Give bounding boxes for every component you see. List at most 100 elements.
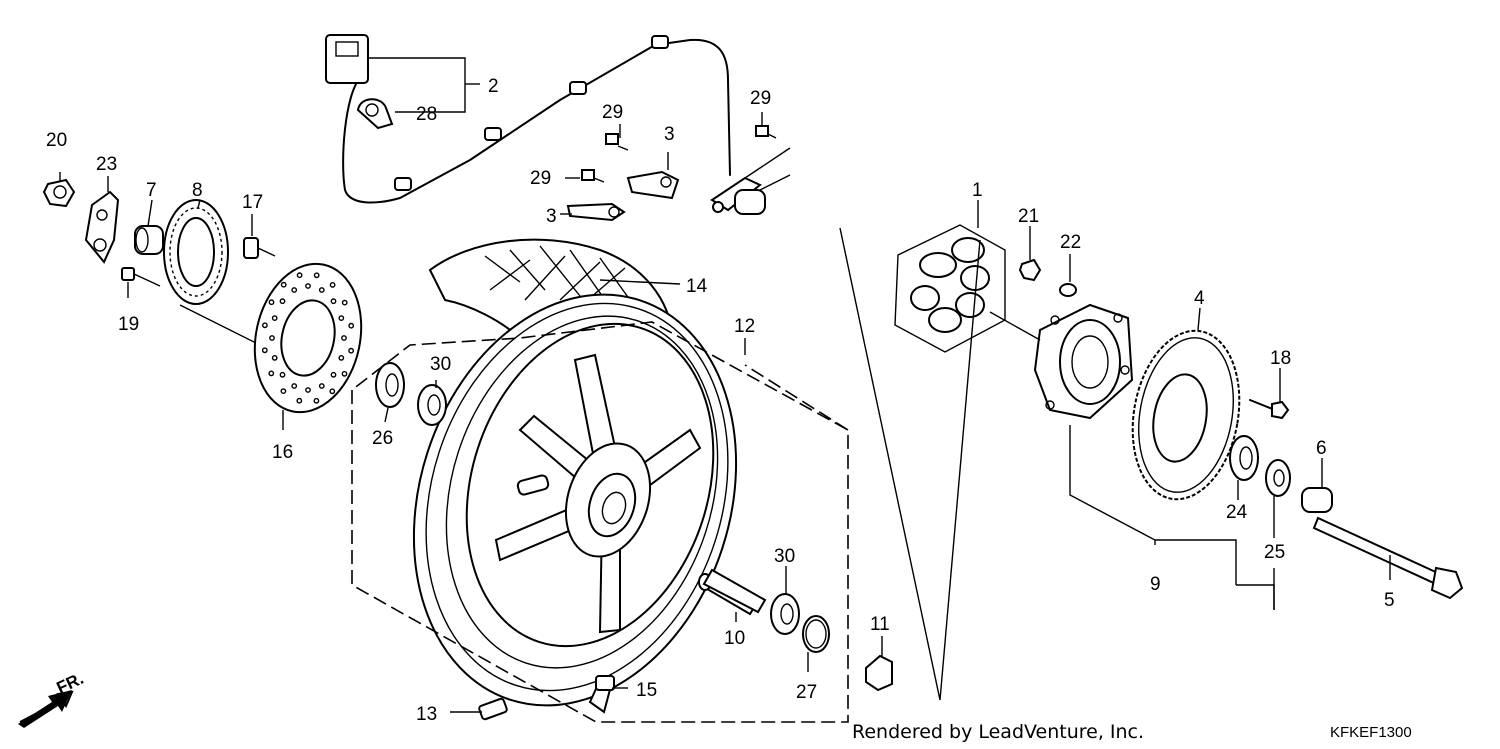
valve-15	[588, 675, 615, 714]
speed-sensor-cable	[325, 34, 791, 215]
disc-hole	[261, 322, 268, 329]
label-3-a: 3	[664, 124, 675, 145]
disc-hole	[305, 283, 311, 289]
label-28: 28	[416, 104, 437, 125]
disc-hole	[329, 388, 336, 395]
disc-hole	[271, 315, 278, 321]
bolt-19	[121, 267, 161, 287]
collar-6	[1301, 487, 1333, 513]
seal-30-upper	[417, 384, 447, 426]
label-8: 8	[192, 180, 203, 201]
label-1: 1	[972, 180, 983, 201]
cable-grommet	[484, 127, 502, 141]
label-6: 6	[1316, 438, 1327, 459]
label-4: 4	[1194, 288, 1205, 309]
disc-hole	[348, 347, 354, 354]
brake-disc-16	[253, 262, 363, 414]
label-13: 13	[416, 704, 437, 725]
cable-grommet	[651, 35, 669, 49]
label-11: 11	[870, 614, 890, 635]
disc-hole	[318, 287, 325, 293]
damper-rubbers-1	[894, 224, 1006, 353]
nut-20	[42, 178, 76, 208]
cable-clip-28	[356, 98, 394, 130]
disc-hole	[271, 354, 278, 361]
label-23: 23	[96, 154, 117, 175]
seal-30-lower	[770, 593, 800, 635]
rear-wheel	[412, 238, 738, 707]
label-22: 22	[1060, 232, 1081, 253]
sprocket-4	[1131, 329, 1241, 501]
disc-hole	[338, 315, 345, 321]
label-29-c: 29	[530, 168, 551, 189]
collar-10	[698, 568, 767, 616]
bearing-24	[1229, 435, 1259, 481]
disc-hole	[330, 371, 337, 378]
bolt-17	[243, 237, 276, 259]
diagram-code: KFKEF1300	[1330, 724, 1412, 741]
label-2: 2	[488, 76, 499, 97]
label-20: 20	[46, 130, 67, 151]
label-10: 10	[724, 628, 745, 649]
label-29-a: 29	[602, 102, 623, 123]
bearing-26	[375, 362, 405, 408]
label-5: 5	[1384, 590, 1395, 611]
leader-line	[179, 304, 259, 345]
disc-hole	[279, 298, 286, 305]
disc-hole	[330, 298, 337, 305]
callout-lines	[59, 57, 1391, 713]
cable-grommet	[394, 177, 412, 191]
label-3-b: 3	[546, 206, 557, 227]
pulser-ring-8	[163, 199, 229, 305]
disc-holes	[261, 272, 355, 404]
label-19: 19	[118, 314, 139, 335]
label-14: 14	[686, 276, 708, 297]
disc-hole	[313, 397, 320, 404]
label-29-b: 29	[750, 88, 771, 109]
label-27: 27	[796, 682, 817, 703]
label-15: 15	[636, 680, 657, 701]
axle-5	[1312, 516, 1464, 600]
disc-hole	[261, 347, 268, 354]
disc-hole	[269, 335, 275, 341]
disc-hole	[341, 370, 348, 377]
dashed-group-lines	[351, 227, 981, 723]
plate-23	[84, 190, 120, 264]
label-9: 9	[1150, 574, 1161, 595]
bolt-29-icons	[581, 125, 777, 183]
disc-hole	[313, 272, 320, 279]
cable-grommet	[569, 81, 587, 95]
driven-flange-9	[1033, 303, 1134, 420]
label-30-b: 30	[774, 546, 795, 567]
disc-hole	[291, 383, 298, 389]
disc-hole	[348, 322, 355, 329]
disc-hole	[296, 397, 303, 404]
disc-hole	[291, 287, 298, 293]
disc-hole	[341, 299, 348, 306]
label-26: 26	[372, 428, 393, 449]
disc-hole	[341, 335, 347, 341]
balance-weight-13	[478, 697, 508, 721]
label-7: 7	[146, 180, 157, 201]
label-30-a: 30	[430, 354, 451, 375]
seal-25	[1265, 459, 1291, 497]
label-17: 17	[242, 192, 263, 213]
label-12: 12	[734, 316, 755, 337]
credit-text: Rendered by LeadVenture, Inc.	[852, 721, 1144, 743]
label-21: 21	[1018, 206, 1039, 227]
o-ring-27	[802, 615, 830, 653]
part-labels: 2 28 29 3 29 29 3 20 23 7 8 17 19 16 14 …	[46, 76, 1412, 743]
disc-hole	[338, 354, 345, 361]
disc-hole	[305, 387, 311, 393]
disc-hole	[296, 272, 303, 279]
nut-21	[1018, 258, 1042, 282]
collar-11	[865, 654, 893, 692]
disc-hole	[329, 281, 336, 288]
disc-hole	[318, 383, 325, 389]
disc-hole	[268, 299, 275, 306]
disc-hole	[279, 371, 286, 378]
label-24: 24	[1226, 502, 1248, 523]
label-16: 16	[272, 442, 293, 463]
washer-22	[1059, 283, 1077, 297]
